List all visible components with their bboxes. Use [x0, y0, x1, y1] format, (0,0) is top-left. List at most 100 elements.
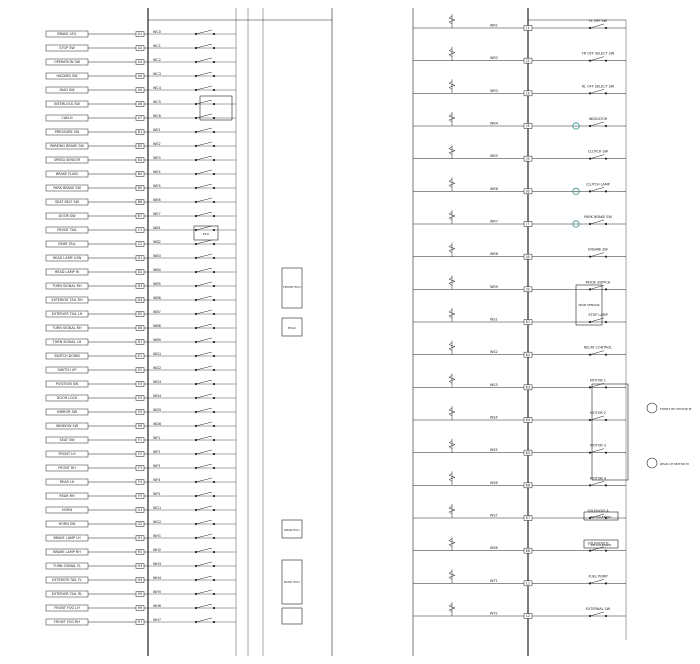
switch-blade [195, 57, 213, 63]
left-row-wire-code: WE3 [153, 156, 161, 160]
switch-blade [195, 183, 213, 189]
left-row-pin: D3 [138, 284, 143, 288]
right-row-wire-code: WR4 [490, 122, 498, 126]
switch-blade [195, 225, 213, 231]
left-row-label: HORN [62, 508, 73, 512]
switch-blade [195, 99, 213, 105]
left-row-label: HEAD LAMP LOW [53, 256, 82, 260]
switch-node-b [604, 614, 608, 618]
left-row-pin-box [135, 577, 145, 583]
left-row-pin-box [135, 269, 145, 275]
switch-node-b [212, 130, 216, 134]
right-row-pin: L2 [526, 614, 530, 618]
switch-blade [195, 155, 213, 161]
right-row-wire-code: WS3 [490, 383, 498, 387]
switch-node-b [212, 298, 216, 302]
left-row-label: EXTERIOR TAIL RL [52, 592, 83, 596]
switch-node-b [212, 32, 216, 36]
switch-blade [195, 603, 213, 609]
switch-blade [195, 323, 213, 329]
left-row-pin-box [135, 157, 145, 163]
left-row-label: BRAKE LAMP RH [53, 550, 81, 554]
switch-node-b [212, 382, 216, 386]
resistor-icon [448, 571, 456, 580]
right-row-wire-code: WS6 [490, 481, 498, 485]
left-row-pin-box [135, 297, 145, 303]
right-row-pin: K8 [526, 549, 530, 553]
switch-node-b [212, 102, 216, 106]
right-row-pin: J7 [525, 222, 529, 226]
right-row-pin-box [523, 286, 533, 293]
right-row-pin: L1 [526, 582, 530, 586]
right-row-pin-box [523, 417, 533, 423]
switch-node-b [212, 578, 216, 582]
left-row-label: REAR TAIL [58, 242, 75, 246]
right-row-pin: J2 [525, 59, 529, 63]
left-row-wire-code: WC0 [153, 30, 161, 34]
left-row-wire-code: WF2 [153, 450, 160, 454]
right-row-pin-box [523, 580, 533, 587]
ecu-mid-box [281, 317, 303, 337]
right-row-pin-box [523, 221, 533, 227]
right-row-wire-code: WS5 [490, 448, 498, 452]
left-row-pin-box [135, 367, 145, 373]
switch-blade [195, 365, 213, 371]
right-row-label: MOTOR 2 [590, 411, 606, 415]
left-row-pin-box [135, 73, 145, 79]
switch-blade [589, 252, 605, 257]
left-row-pin: A7 [138, 116, 142, 120]
switch-blade [589, 513, 605, 519]
switch-node-b [212, 46, 216, 50]
switch-node-b [604, 190, 608, 193]
left-row-pin-box [135, 283, 145, 289]
left-row-pin-box [135, 311, 145, 317]
ecu-a-label: FRONT ECU [283, 285, 300, 289]
rear-motor-icon [646, 457, 658, 469]
left-row-pin-box [135, 465, 145, 471]
rr-solenoid-label: RR SOLENOID [591, 543, 612, 547]
left-row-pin: B7 [138, 214, 142, 218]
left-row-pin-box [135, 493, 145, 499]
switch-blade [589, 187, 605, 192]
right-row-wire-code: WS8 [490, 546, 498, 550]
left-row-pin: H7 [138, 620, 143, 624]
rr-solenoid-box [583, 539, 619, 549]
left-row-label: FRONT RH [58, 466, 76, 470]
right-row-wire-code: WR5 [490, 154, 498, 158]
front-motor-label: FRONT RH MOTOR M [660, 407, 692, 411]
left-row-label: FRONT TAIL [57, 228, 77, 232]
left-row-label: EXTERIOR TAIL RH [51, 298, 83, 302]
switch-blade [195, 421, 213, 427]
left-row-label: TURN SIGNAL RH [51, 284, 81, 288]
switch-node-b [604, 255, 608, 258]
left-row-label: STOP SW [59, 46, 75, 50]
left-row-pin-box [135, 325, 145, 331]
right-row-pin: K1 [526, 320, 530, 324]
switch-blade [195, 43, 213, 49]
left-row-wire-code: WB5 [153, 282, 161, 286]
switch-node-b [212, 354, 216, 358]
right-row-label: INDICATOR [589, 117, 608, 121]
switch-blade [195, 449, 213, 455]
left-row-wire-code: WB8 [153, 324, 161, 328]
left-row-pin: D7 [138, 340, 143, 344]
left-row-pin: A6 [138, 102, 142, 106]
switch-blade [195, 71, 213, 77]
switch-blade [195, 309, 213, 315]
left-row-wire-code: WB2 [153, 240, 161, 244]
left-row-label: PARKING BRAKE SW [50, 144, 84, 148]
switch-node-b [212, 340, 216, 344]
left-row-pin-box [135, 549, 145, 555]
left-row-label: DIAG SW [59, 88, 75, 92]
